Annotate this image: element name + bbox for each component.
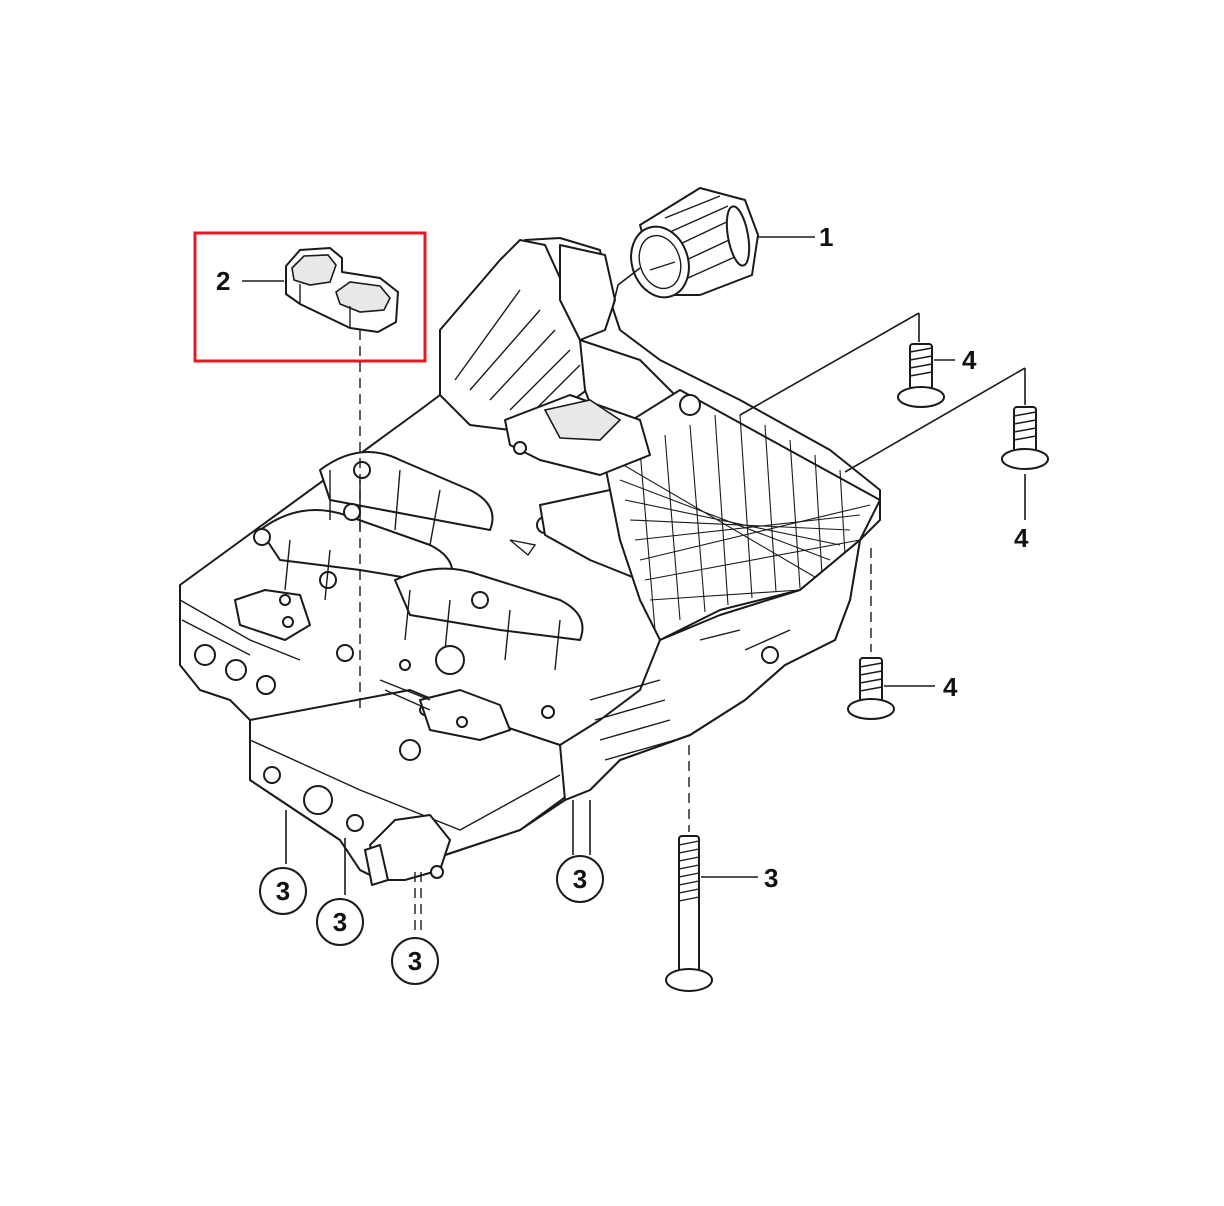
callout-1: 1 xyxy=(819,222,833,252)
callout-2: 2 xyxy=(216,266,230,296)
callout-3-circle-a: 3 xyxy=(259,867,307,915)
callout-4-right: 4 xyxy=(1014,523,1029,553)
callout-3-circle-c-label: 3 xyxy=(408,946,422,976)
highlight-box xyxy=(193,231,427,363)
long-bolt-3 xyxy=(665,835,713,992)
part-1-seal-sleeve xyxy=(630,187,759,299)
callout-3-circle-b-label: 3 xyxy=(333,907,347,937)
callout-3-circle-d: 3 xyxy=(556,855,604,903)
channel-grid xyxy=(599,389,881,641)
bolt-4a xyxy=(897,343,945,408)
spool-valves xyxy=(253,451,584,671)
bolt-4b xyxy=(1001,406,1049,470)
callout-3-circle-a-label: 3 xyxy=(276,876,290,906)
callout-4-top: 4 xyxy=(962,345,977,375)
callout-4-lower: 4 xyxy=(943,672,958,702)
callout-3-circle-d-label: 3 xyxy=(573,864,587,894)
callout-3-long-bolt: 3 xyxy=(764,863,778,893)
leader-lines xyxy=(242,236,1026,932)
bolt-4c xyxy=(847,657,895,720)
part-2-seal xyxy=(285,247,399,333)
valve-body-assembly xyxy=(179,237,881,886)
callout-3-circle-b: 3 xyxy=(316,898,364,946)
callout-3-circle-c: 3 xyxy=(391,937,439,985)
